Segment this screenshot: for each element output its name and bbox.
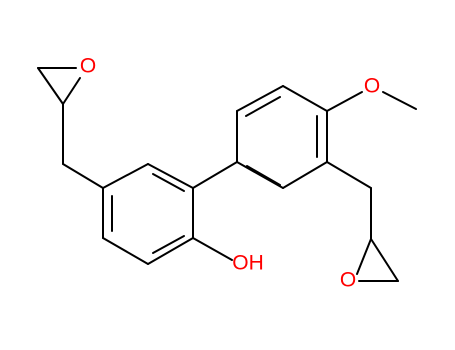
- bond-methoxy-ch3: [382, 91, 417, 110]
- bond-left-ring-4: [147, 237, 194, 265]
- bond-left-ring-5: [102, 237, 149, 265]
- bond-bottom-epoxide-c2-c1: [370, 238, 399, 282]
- bond-bottom-epoxide-c2-o: [356, 238, 372, 275]
- bond-right-ring-inner-1: [245, 96, 281, 117]
- top-epoxide-oxygen-label: O: [80, 55, 96, 78]
- bond-left-ring-2: [147, 163, 194, 189]
- atom-label-layer: O O OH O: [80, 55, 380, 292]
- bond-right-ring-4: [282, 161, 328, 189]
- bond-left-ring-inner-3: [152, 235, 185, 254]
- bond-left-ring-inner-2: [152, 173, 185, 192]
- bond-hydroxyl: [192, 237, 233, 261]
- bond-right-ring-5: [236, 161, 284, 189]
- bond-top-epoxide-c1-c2: [37, 67, 64, 105]
- bond-right-ring-1: [236, 85, 284, 112]
- bond-top-linker-2: [62, 163, 104, 189]
- bond-right-ring-2: [282, 85, 328, 112]
- bond-layer: [37, 67, 417, 282]
- bond-left-ring-1: [102, 163, 149, 189]
- bond-biaryl: [192, 161, 238, 189]
- bottom-epoxide-oxygen-label: O: [340, 269, 356, 292]
- bond-top-epoxide-o-c2: [62, 77, 81, 105]
- bond-right-ring-inner-3: [246, 165, 281, 186]
- bond-methoxy-o: [326, 91, 363, 112]
- bond-bottom-linker-1: [326, 161, 372, 189]
- hydroxyl-label: OH: [232, 252, 264, 275]
- methoxy-oxygen-label: O: [364, 75, 380, 98]
